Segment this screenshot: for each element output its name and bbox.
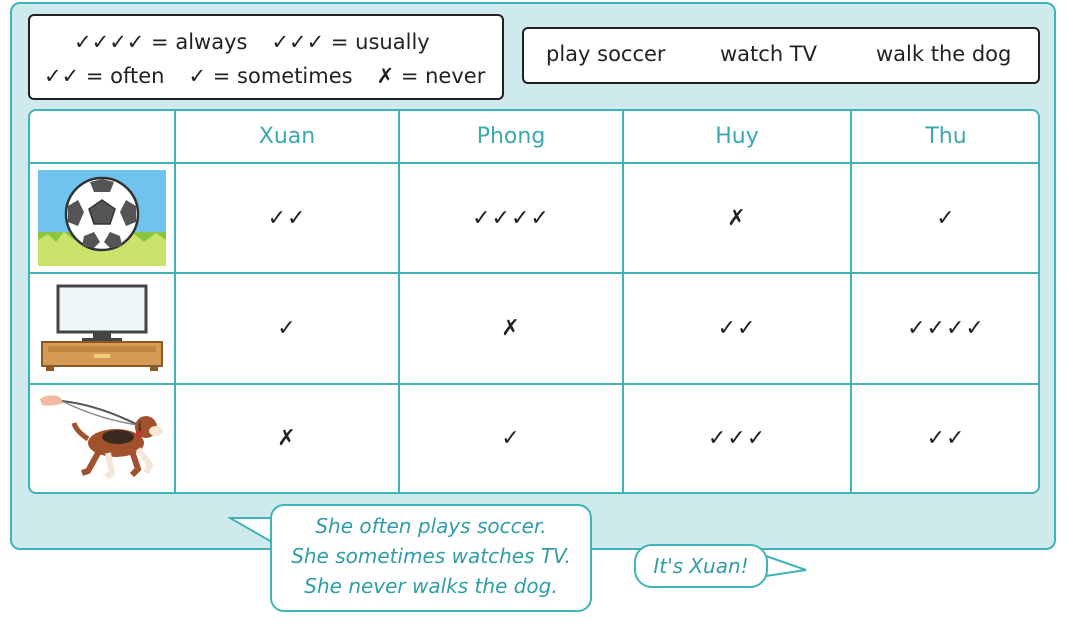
mark-huy-tv: ✓✓ [717, 316, 757, 341]
mark-phong-dog: ✓ [501, 426, 521, 451]
activity-play-soccer: play soccer [546, 42, 666, 66]
clue-line-3: She never walks the dog. [304, 574, 558, 598]
answer-bubble-tail [765, 555, 807, 577]
legend-row-2: ✓✓ = often ✓ = sometimes ✗ = never [44, 64, 485, 88]
clue-speech-bubble: She often plays soccer. She sometimes wa… [270, 504, 592, 612]
frequency-table: Xuan Phong Huy Thu [28, 109, 1040, 494]
legend-always: ✓✓✓✓ = always [74, 30, 248, 54]
legend-row-1: ✓✓✓✓ = always ✓✓✓ = usually [74, 30, 430, 54]
legend-usually: ✓✓✓ = usually [271, 30, 430, 54]
legend-sometimes: ✓ = sometimes [188, 64, 353, 88]
television-icon [36, 279, 168, 377]
mark-huy-dog: ✓✓✓ [707, 426, 767, 451]
mark-xuan-dog: ✗ [277, 426, 297, 451]
header-xuan: Xuan [258, 124, 316, 149]
mark-xuan-soccer: ✓✓ [267, 205, 307, 231]
mark-phong-tv: ✗ [501, 316, 521, 341]
soccer-ball-icon [36, 169, 168, 267]
frequency-legend: ✓✓✓✓ = always ✓✓✓ = usually ✓✓ = often ✓ =… [28, 14, 504, 100]
legend-often: ✓✓ = often [44, 64, 165, 88]
mark-xuan-tv: ✓ [277, 316, 297, 341]
legend-never: ✗ = never [376, 64, 486, 88]
answer-speech-bubble: It's Xuan! [634, 544, 768, 588]
activity-list: play soccer watch TV walk the dog [522, 27, 1040, 84]
dog-walking-icon [36, 389, 168, 487]
header-huy: Huy [715, 124, 759, 149]
header-phong: Phong [476, 124, 546, 149]
mark-huy-soccer: ✗ [727, 205, 747, 231]
activity-walk-dog: walk the dog [876, 42, 1012, 66]
mark-thu-dog: ✓✓ [926, 426, 966, 451]
mark-thu-soccer: ✓ [936, 205, 956, 231]
header-thu: Thu [925, 124, 967, 149]
mark-phong-soccer: ✓✓✓✓ [472, 205, 550, 231]
activity-watch-tv: watch TV [720, 42, 818, 66]
clue-line-2: She sometimes watches TV. [291, 544, 571, 568]
mark-thu-tv: ✓✓✓✓ [907, 316, 985, 341]
speech-bubble-tail [228, 517, 273, 543]
clue-line-1: She often plays soccer. [315, 514, 547, 538]
